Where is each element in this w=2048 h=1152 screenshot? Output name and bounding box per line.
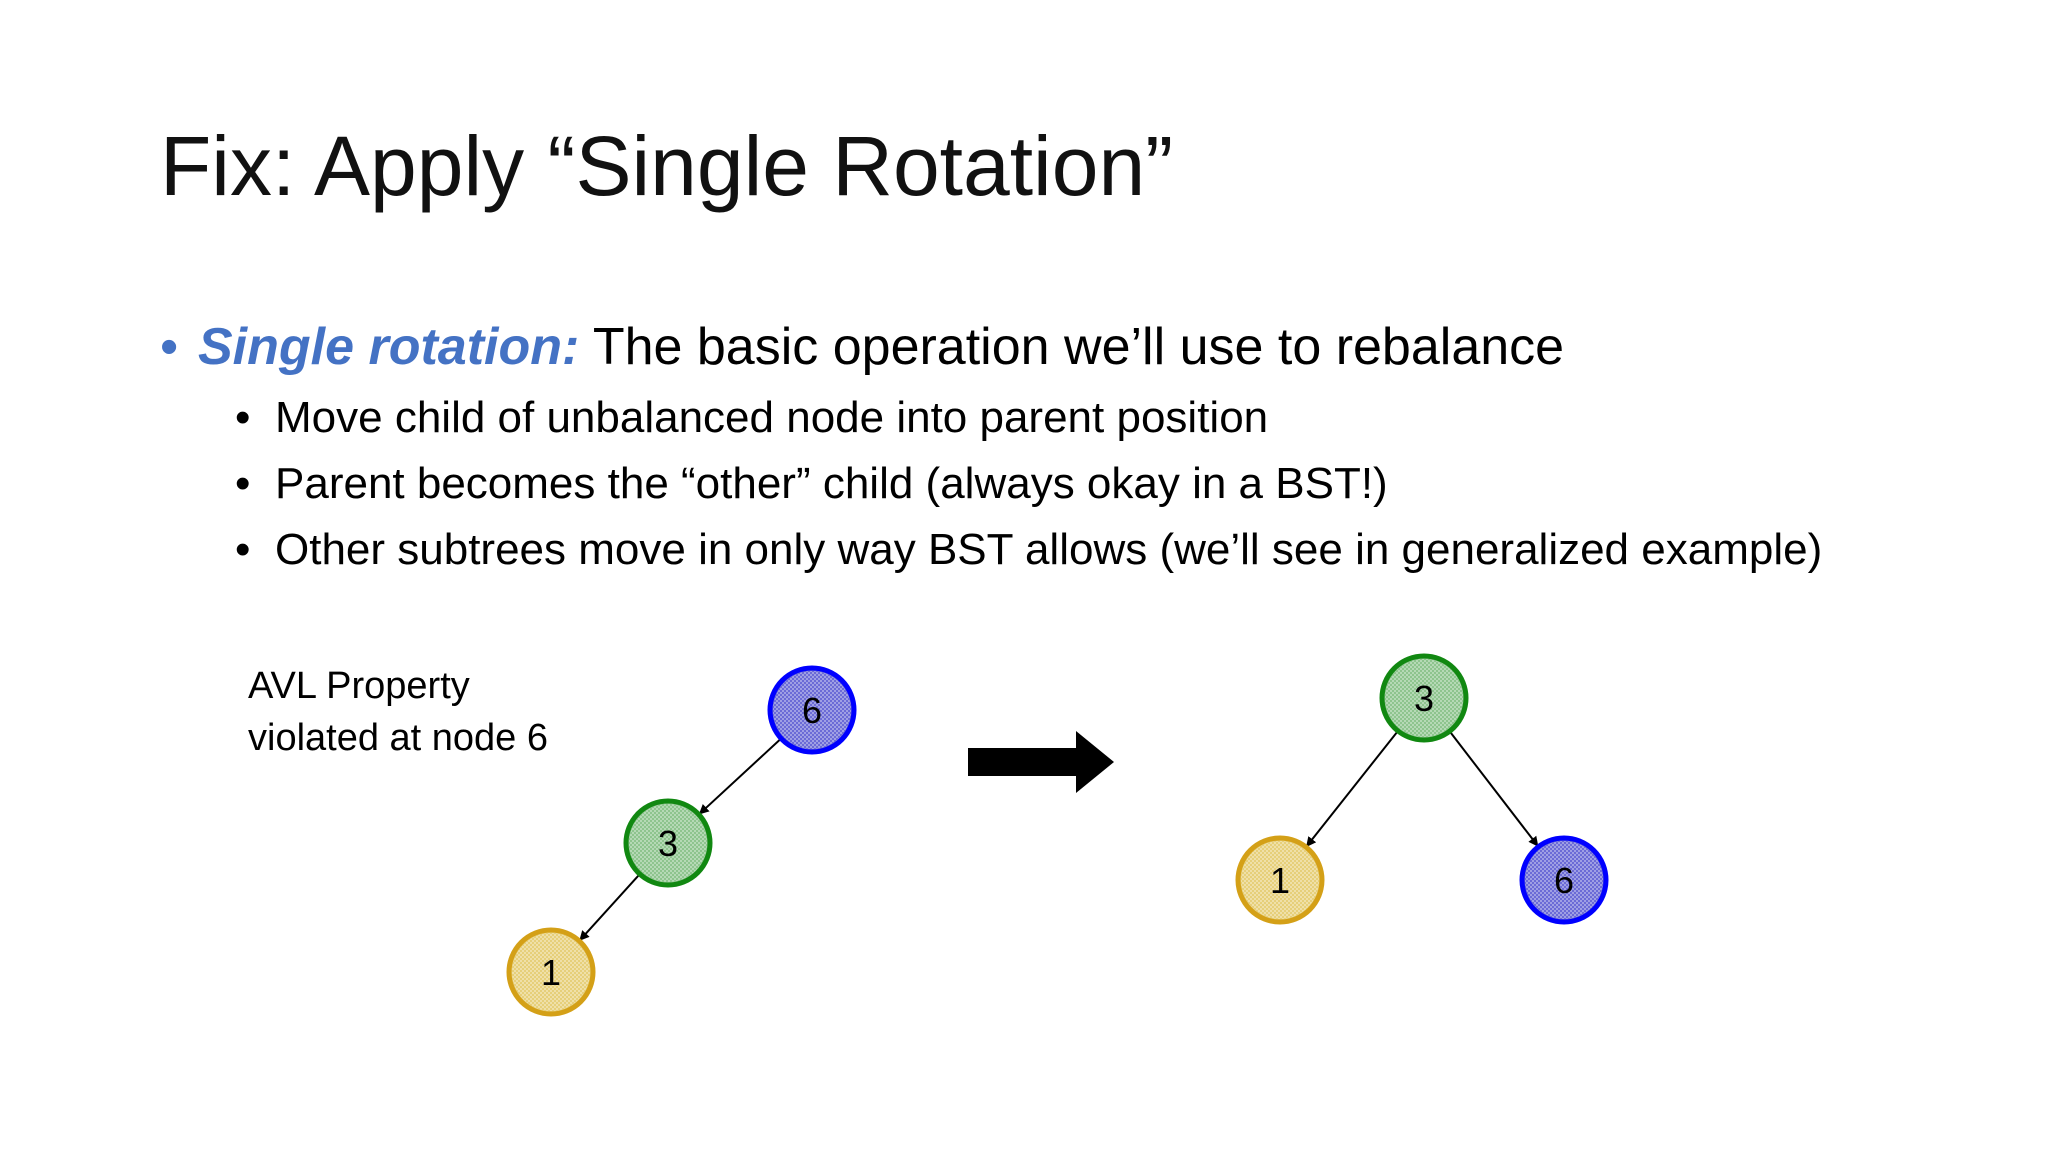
node-label: 3 — [658, 823, 678, 864]
sub-bullet-dot: • — [235, 525, 251, 574]
node-texture — [1525, 841, 1603, 919]
tree-node-6: 6 — [767, 665, 857, 755]
sub-bullet: • Move child of unbalanced node into pare… — [160, 385, 2020, 451]
node-label: 3 — [1414, 678, 1434, 719]
sub-bullet-text: Other subtrees move in only way BST allo… — [275, 525, 1823, 574]
tree-node-3: 3 — [623, 798, 713, 888]
sub-bullet: • Other subtrees move in only way BST all… — [160, 517, 2020, 583]
right-arrow-icon — [968, 731, 1114, 793]
tree-nodes: 6 3 1 3 1 6 — [506, 653, 1609, 1017]
bullet-lead: Single rotation: — [198, 318, 580, 376]
node-texture — [1385, 659, 1463, 737]
bullet-text: The basic operation we’ll use to rebalan… — [579, 318, 1565, 376]
tree-edges — [579, 730, 1539, 941]
bullet-dot: • — [160, 318, 179, 376]
caption-line: violated at node 6 — [248, 717, 549, 759]
node-texture — [512, 933, 590, 1011]
node-label: 6 — [1554, 860, 1574, 901]
tree-node-6: 6 — [1519, 835, 1609, 925]
node-texture — [629, 804, 707, 882]
diagram-caption: AVL Property violated at node 6 — [248, 660, 548, 764]
tree-node-1: 1 — [1235, 835, 1325, 925]
sub-bullet-dot: • — [235, 393, 251, 442]
tree-node-1: 1 — [506, 927, 596, 1017]
tree-node-3: 3 — [1379, 653, 1469, 743]
tree-edge — [1305, 730, 1399, 848]
sub-bullet-list: • Move child of unbalanced node into pare… — [160, 385, 2020, 583]
sub-bullet-text: Move child of unbalanced node into paren… — [275, 393, 1269, 442]
sub-bullet-text: Parent becomes the “other” child (always… — [275, 459, 1388, 508]
node-label: 6 — [802, 690, 822, 731]
tree-edge — [579, 873, 641, 941]
node-label: 1 — [541, 952, 561, 993]
bullet-list: • Single rotation: The basic operation we… — [160, 315, 2020, 583]
sub-bullet: • Parent becomes the “other” child (alway… — [160, 451, 2020, 517]
sub-bullet-dot: • — [235, 459, 251, 508]
bullet-main: • Single rotation: The basic operation we… — [160, 315, 2020, 379]
node-label: 1 — [1270, 860, 1290, 901]
page-title: Fix: Apply “Single Rotation” — [160, 119, 1174, 213]
node-texture — [773, 671, 851, 749]
node-texture — [1241, 841, 1319, 919]
caption-line: AVL Property — [248, 665, 470, 707]
tree-edge — [698, 737, 782, 815]
tree-edge — [1448, 730, 1539, 847]
